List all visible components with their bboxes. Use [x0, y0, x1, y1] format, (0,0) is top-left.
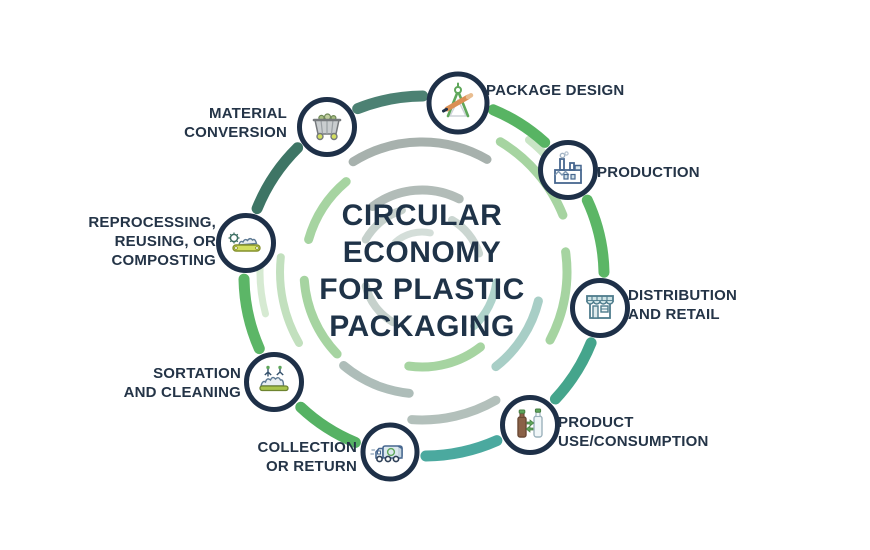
mine-cart-icon — [312, 113, 342, 141]
node-collection-return — [360, 422, 420, 482]
decorative-arc — [448, 216, 484, 258]
decorative-arc — [361, 282, 397, 327]
storefront-icon — [586, 295, 614, 319]
decorative-arc — [276, 253, 303, 347]
decorative-arc — [304, 177, 351, 244]
arc-sortation-to-reprocessing — [238, 273, 265, 355]
arc-package-to-production — [487, 104, 551, 148]
title-line-1: CIRCULAR — [341, 199, 503, 232]
factory-icon — [554, 151, 582, 184]
decorative-arc — [361, 206, 406, 244]
node-sortation-cleaning — [244, 352, 304, 412]
title-line-2: ECONOMY — [342, 236, 502, 269]
decorative-arc — [348, 137, 492, 167]
arc-distribution-to-use — [549, 337, 597, 405]
decorative-arc — [545, 247, 572, 345]
node-reprocessing — [216, 213, 276, 273]
page-title: CIRCULAR ECONOMY FOR PLASTIC PACKAGING — [252, 197, 592, 345]
arc-material-to-package — [352, 90, 429, 115]
arc-collection-to-sortation — [295, 401, 361, 448]
title-line-3: FOR PLASTIC — [319, 273, 525, 306]
sorting-claws-icon — [259, 365, 289, 392]
decorative-arc — [339, 361, 414, 398]
drafting-compass-icon — [442, 82, 474, 118]
decorative-arc — [470, 278, 501, 330]
decorative-arc — [491, 296, 543, 372]
node-production — [538, 140, 598, 200]
label-reprocessing: REPROCESSING, REUSING, OR COMPOSTING — [88, 214, 216, 269]
decorative-arc — [404, 342, 485, 372]
label-collection-return: COLLECTION OR RETURN — [257, 439, 357, 475]
arc-use-to-collection — [420, 435, 503, 462]
node-distribution-retail — [570, 278, 630, 338]
label-sortation-cleaning: SORTATION AND CLEANING — [123, 365, 241, 401]
decorative-arc — [407, 395, 501, 425]
node-product-use — [500, 395, 560, 455]
bottles-reuse-icon — [517, 408, 543, 438]
decorative-arc — [299, 275, 342, 359]
arc-reprocessing-to-material — [251, 142, 304, 215]
label-distribution-retail: DISTRIBUTION AND RETAIL — [628, 287, 738, 323]
arc-production-to-distribution — [581, 194, 610, 278]
label-package-design: PACKAGE DESIGN — [486, 82, 625, 99]
decorative-arc — [368, 185, 464, 211]
title-line-4: PACKAGING — [329, 310, 515, 343]
label-production: PRODUCTION — [597, 164, 700, 181]
node-package-design — [426, 71, 490, 135]
garbage-truck-icon — [370, 445, 403, 463]
label-product-use: PRODUCT USE/CONSUMPTION — [558, 414, 709, 450]
decorative-arc — [495, 137, 568, 220]
label-material-conversion: MATERIAL CONVERSION — [184, 105, 287, 141]
decorative-arc — [391, 228, 434, 246]
node-material-conversion — [297, 97, 357, 157]
cycle-ring-arcs — [238, 90, 610, 462]
decorative-spiral-arcs — [256, 135, 575, 425]
recycling-conveyor-icon — [228, 232, 261, 252]
